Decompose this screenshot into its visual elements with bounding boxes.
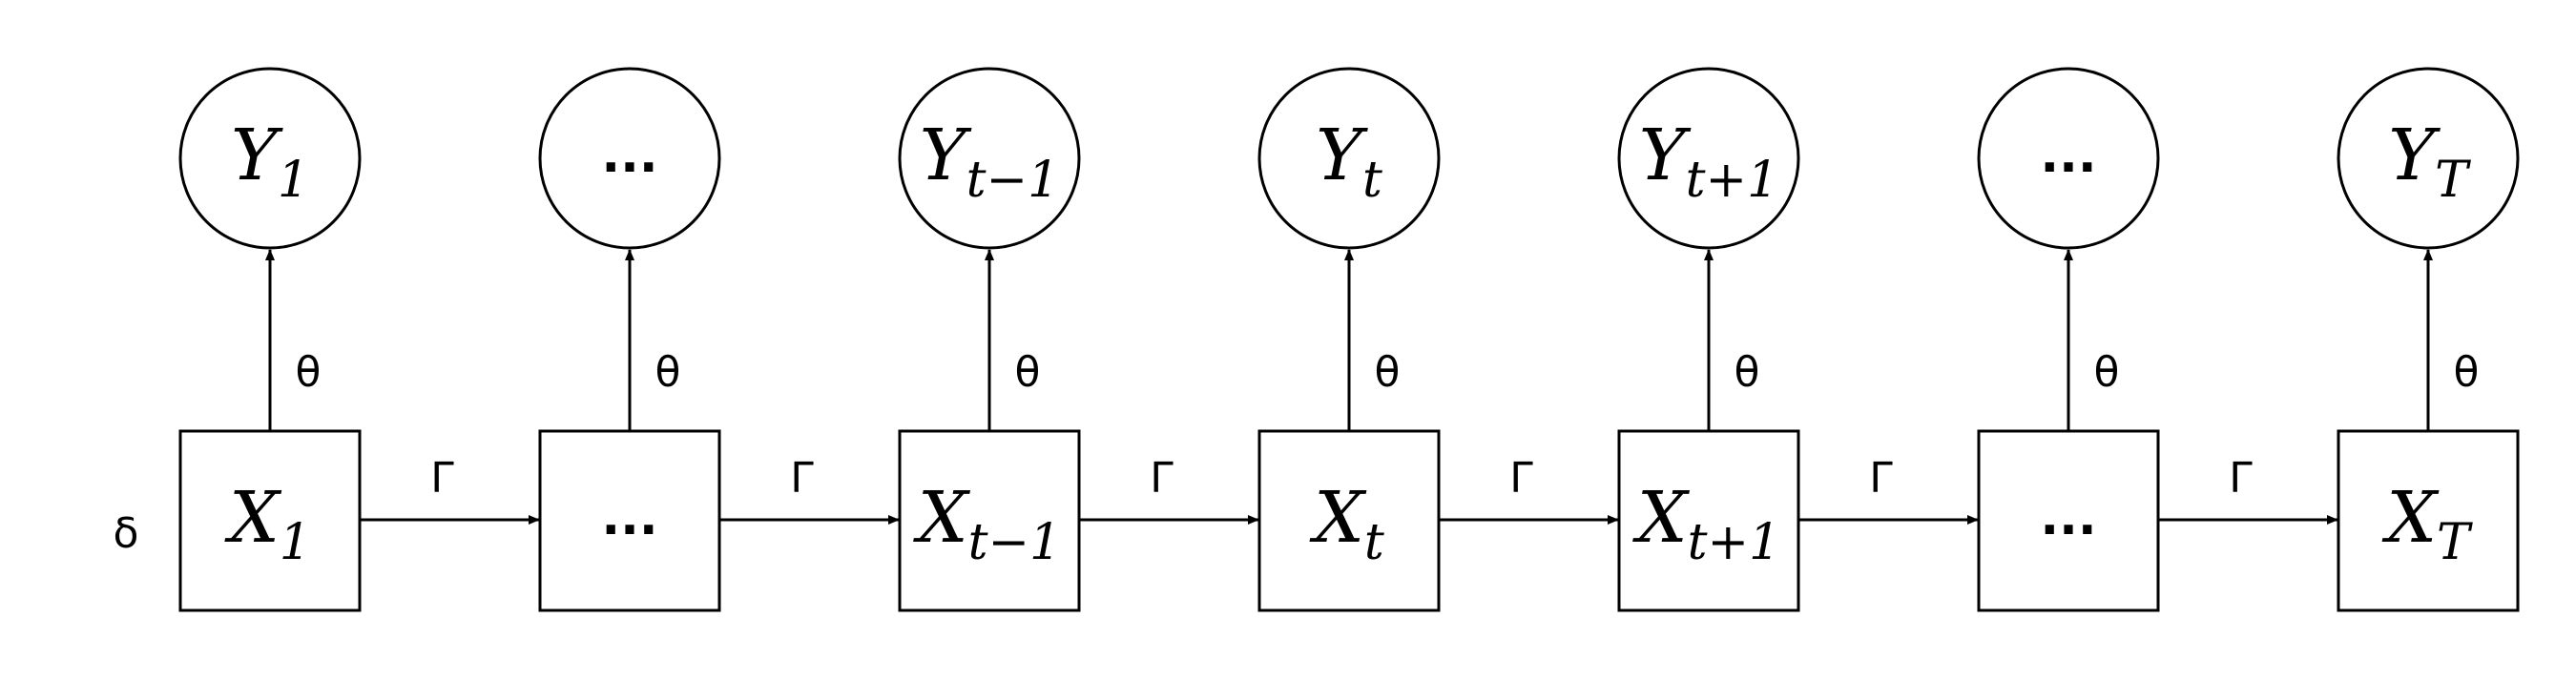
emission-label-2: θ	[655, 348, 681, 397]
transition-label-4: Γ	[1509, 454, 1533, 503]
state-node-3	[898, 429, 1081, 612]
state-label-2: ...	[601, 489, 657, 546]
state-node-2	[538, 429, 721, 612]
observation-label-3: Yt−1	[920, 114, 1059, 209]
transition-label-3: Γ	[1150, 454, 1174, 503]
emission-label-4: θ	[1375, 348, 1401, 397]
transition-label-1: Γ	[430, 454, 454, 503]
observation-label-7: YT	[2388, 114, 2471, 209]
observation-node-1	[178, 67, 362, 250]
observation-node-6	[1977, 67, 2160, 250]
transition-label-2: Γ	[790, 454, 814, 503]
state-label-1: X1	[224, 477, 311, 571]
state-node-6	[1977, 429, 2160, 612]
observation-node-3	[898, 67, 1081, 250]
emission-label-3: θ	[1015, 348, 1041, 397]
observation-node-5	[1617, 67, 1800, 250]
state-label-7: XT	[2381, 477, 2473, 571]
state-label-5: Xt+1	[1632, 477, 1780, 571]
observation-label-4: Yt	[1316, 114, 1382, 209]
state-label-3: Xt−1	[913, 477, 1061, 571]
state-label-6: ...	[2040, 489, 2096, 546]
state-node-7	[2337, 429, 2520, 612]
observation-label-5: Yt+1	[1639, 114, 1778, 209]
emission-label-6: θ	[2094, 348, 2120, 397]
initial-distribution-label: δ	[114, 509, 139, 558]
state-node-4	[1257, 429, 1441, 612]
emission-label-1: θ	[296, 348, 322, 397]
observation-node-2	[538, 67, 721, 250]
observation-node-7	[2337, 67, 2520, 250]
transition-label-6: Γ	[2229, 454, 2253, 503]
emission-label-5: θ	[1735, 348, 1760, 397]
transition-label-5: Γ	[1869, 454, 1893, 503]
state-label-4: Xt	[1309, 477, 1384, 571]
observation-node-4	[1257, 67, 1441, 250]
emission-label-7: θ	[2454, 348, 2480, 397]
observation-label-2: ...	[601, 127, 657, 184]
observation-label-6: ...	[2040, 127, 2096, 184]
observation-label-1: Y1	[231, 114, 309, 209]
